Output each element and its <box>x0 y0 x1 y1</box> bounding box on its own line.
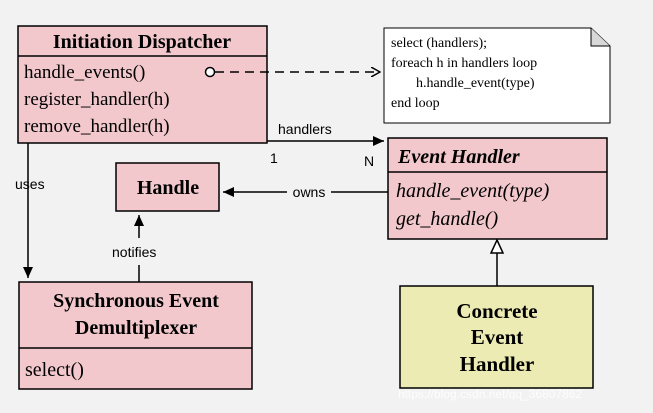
initiation-dispatcher-title: Initiation Dispatcher <box>53 31 231 53</box>
note-line-2: foreach h in handlers loop <box>391 56 537 71</box>
event-handler-title: Event Handler <box>397 146 520 168</box>
note-line-3: h.handle_event(type) <box>416 76 535 91</box>
handle-title: Handle <box>137 177 199 199</box>
inheritance-relation <box>489 238 505 286</box>
notifies-label: notifies <box>112 244 156 260</box>
concrete-handler-line1: Concrete <box>456 299 537 323</box>
handlers-association: handlers 1 N <box>267 121 384 169</box>
demultiplexer-title-line2: Demultiplexer <box>75 317 197 339</box>
method-register-handler: register_handler(h) <box>24 89 170 110</box>
concrete-event-handler-class: Concrete Event Handler <box>399 285 594 389</box>
method-handle-event: handle_event(type) <box>396 180 550 202</box>
owns-label: owns <box>293 184 326 200</box>
concrete-handler-line2: Event <box>471 325 524 349</box>
pseudocode-note: select (handlers); foreach h in handlers… <box>383 27 611 124</box>
uses-label: uses <box>15 176 45 192</box>
note-connector <box>204 66 381 78</box>
watermark-text: https://blog.csdn.net/qq_36807862 <box>398 387 582 401</box>
notifies-association: notifies <box>112 215 156 282</box>
owns-association: owns <box>223 184 388 200</box>
method-remove-handler: remove_handler(h) <box>24 116 170 137</box>
multiplicity-one: 1 <box>270 150 278 166</box>
method-get-handle: get_handle() <box>396 208 499 230</box>
initiation-dispatcher-class: Initiation Dispatcher handle_events() re… <box>17 25 268 144</box>
handle-class: Handle <box>115 162 220 212</box>
note-line-4: end loop <box>391 96 440 111</box>
note-line-1: select (handlers); <box>391 36 487 51</box>
concrete-handler-line3: Handler <box>460 352 535 376</box>
multiplicity-n: N <box>364 153 374 169</box>
method-handle-events: handle_events() <box>24 62 145 83</box>
handlers-label: handlers <box>278 121 332 137</box>
method-select: select() <box>25 359 84 381</box>
demultiplexer-class: Synchronous Event Demultiplexer select() <box>18 281 253 390</box>
event-handler-class: Event Handler handle_event(type) get_han… <box>387 137 608 240</box>
demultiplexer-title-line1: Synchronous Event <box>53 290 219 312</box>
uses-association: uses <box>15 143 45 278</box>
